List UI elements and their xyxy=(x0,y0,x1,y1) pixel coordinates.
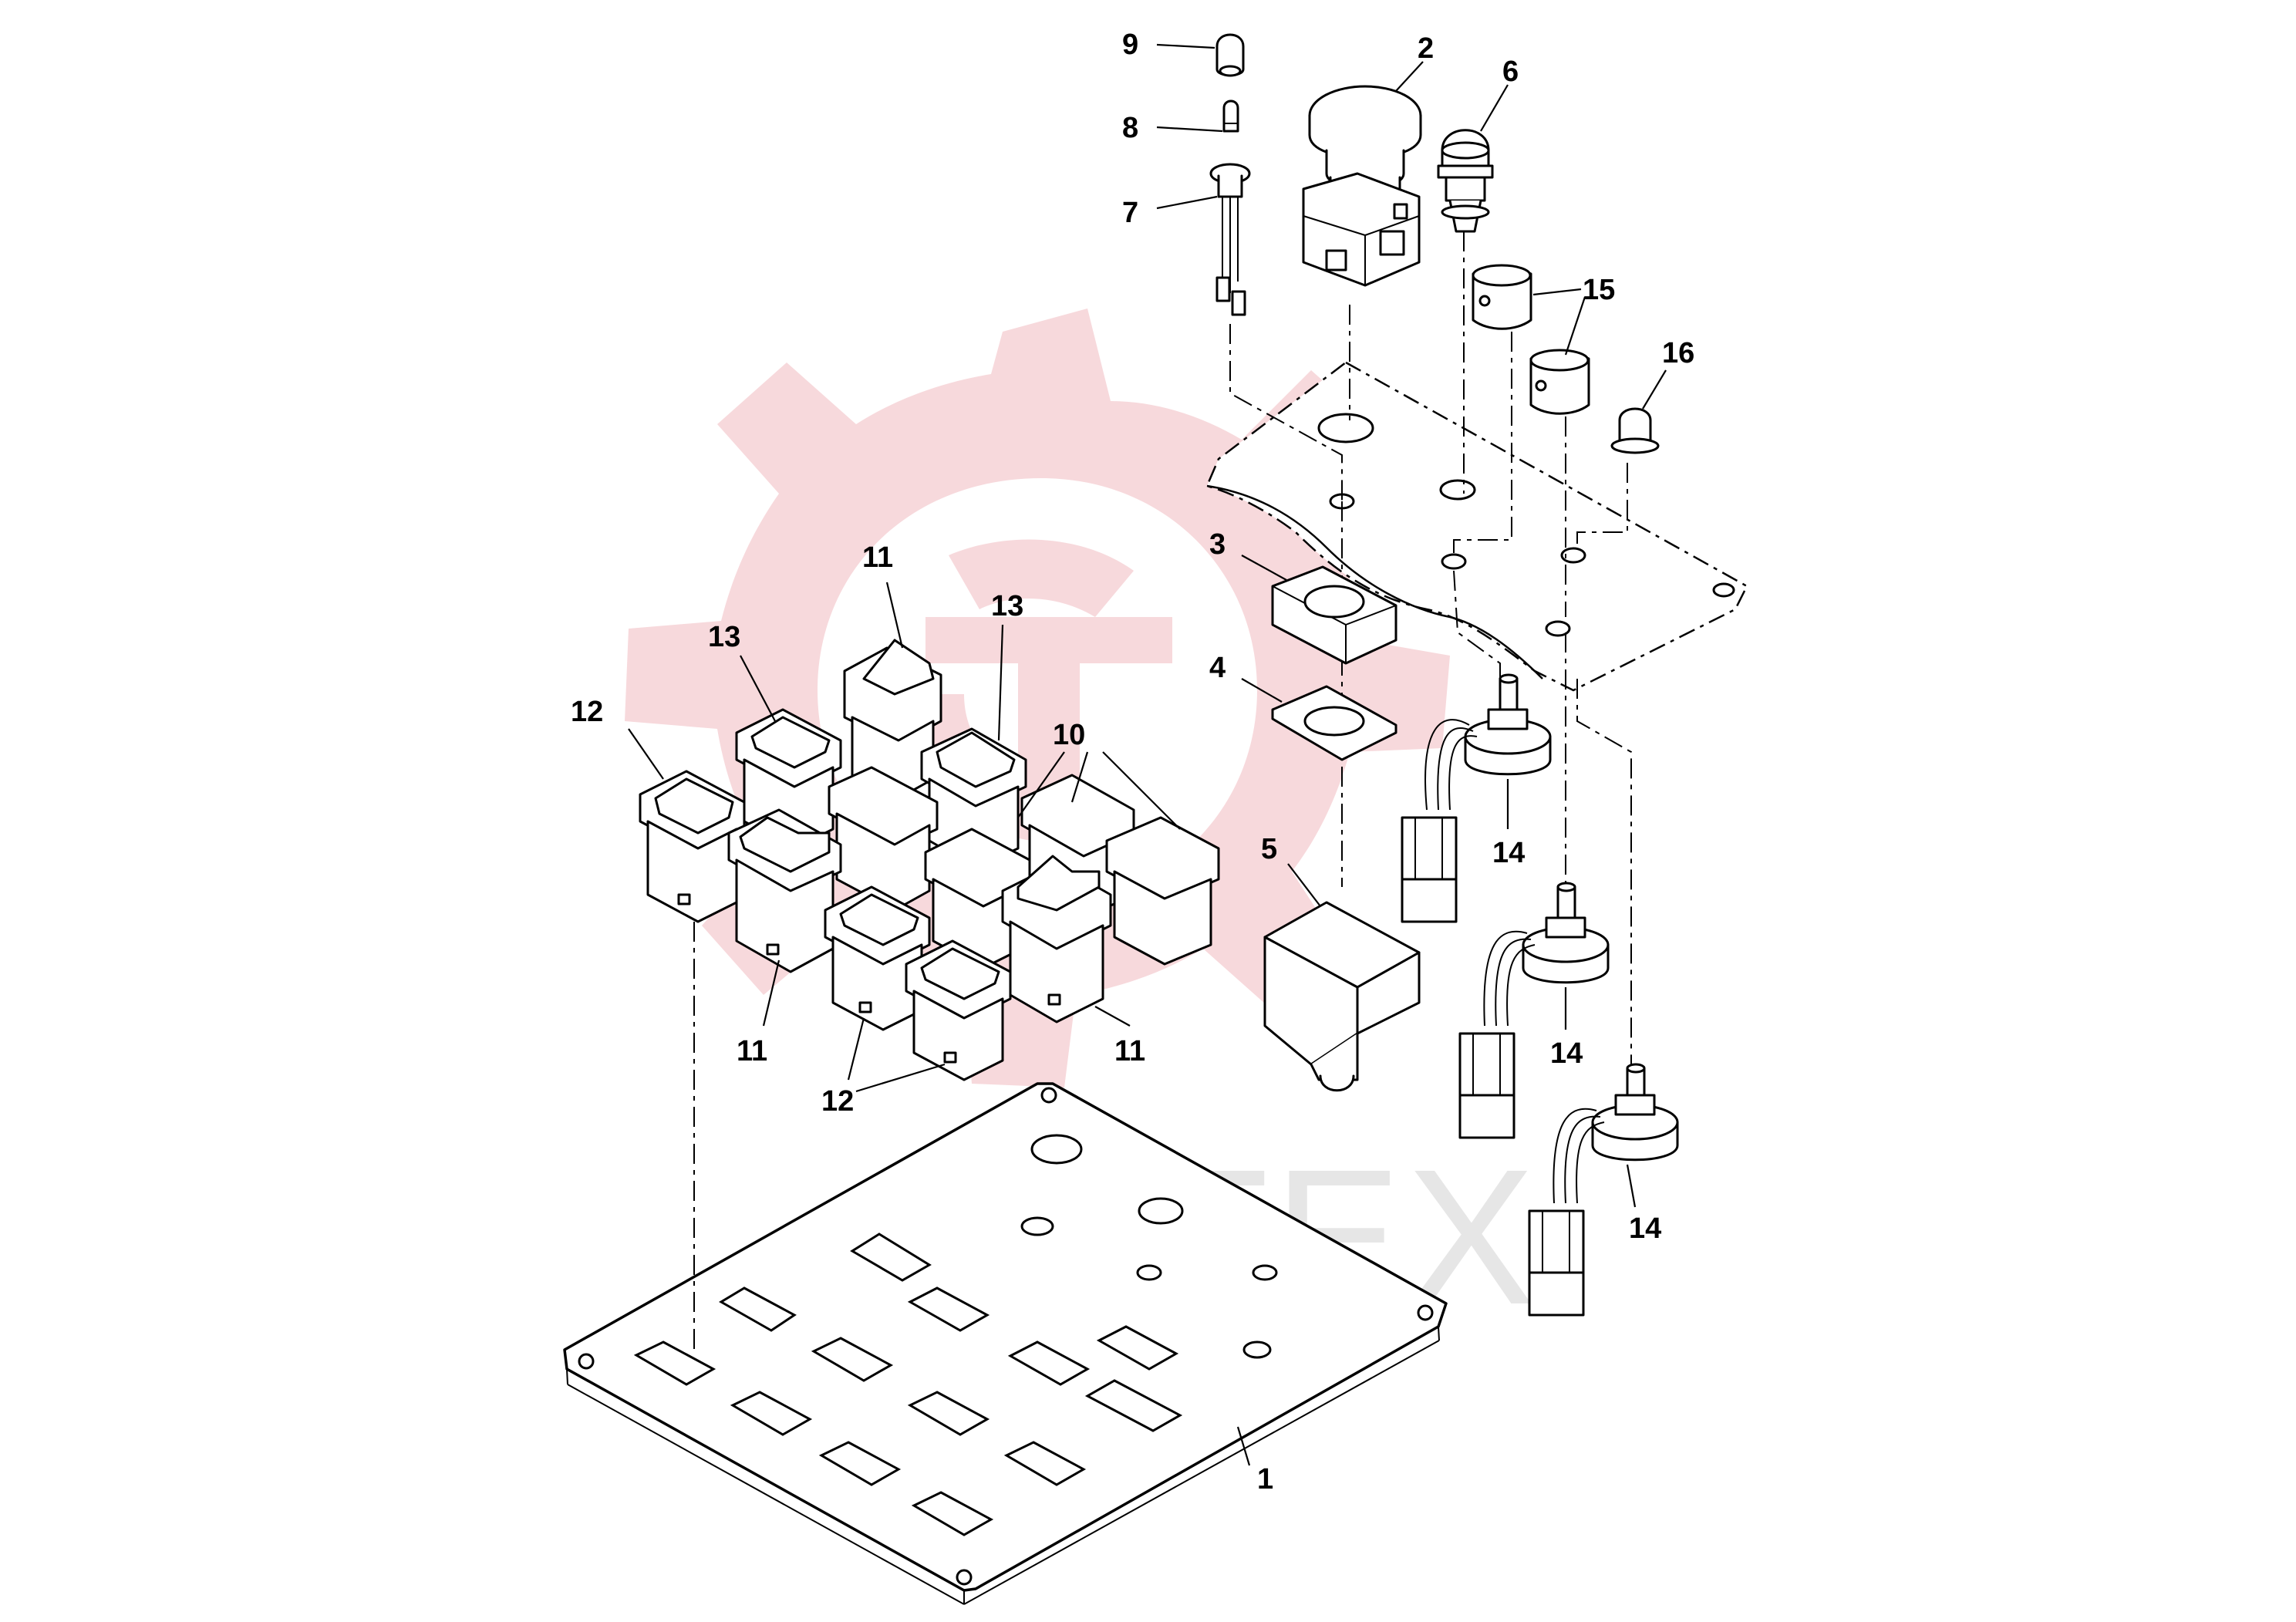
part-14-potentiometer-3 xyxy=(1528,1063,1679,1317)
callout-1: 1 xyxy=(1257,1463,1273,1496)
callout-15: 15 xyxy=(1583,274,1615,306)
part-1-base-panel xyxy=(563,1082,1448,1605)
callout-10: 10 xyxy=(1053,719,1085,751)
callout-3: 3 xyxy=(1209,528,1226,561)
part-9-lamp-cap xyxy=(1215,33,1245,77)
part-3-square-adapter xyxy=(1271,565,1397,665)
callout-9: 9 xyxy=(1122,29,1138,61)
part-8-bulb xyxy=(1222,99,1239,133)
callout-12-bottom: 12 xyxy=(821,1085,854,1118)
callout-11-top: 11 xyxy=(862,541,893,574)
part-6-indicator-lamp xyxy=(1437,129,1494,233)
part-14-potentiometer-1 xyxy=(1401,673,1552,923)
switch-11-left xyxy=(727,808,842,973)
callout-4: 4 xyxy=(1209,652,1226,684)
part-7-lamp-holder xyxy=(1209,163,1251,316)
part-15-knob-cap-lower xyxy=(1529,349,1590,415)
callout-13-left: 13 xyxy=(708,621,740,653)
part-4-gasket xyxy=(1271,685,1397,761)
switch-10-far-right xyxy=(1105,816,1220,966)
callout-11-right: 11 xyxy=(1114,1035,1145,1067)
switch-13-left xyxy=(735,708,842,850)
rocker-switch-array xyxy=(639,639,1220,1081)
callout-8: 8 xyxy=(1122,112,1138,144)
part-15-knob-cap-upper xyxy=(1472,264,1532,330)
switch-13-front xyxy=(905,939,1012,1081)
switch-10-left xyxy=(828,766,939,912)
callout-14-a: 14 xyxy=(1492,837,1525,869)
part-14-potentiometer-2 xyxy=(1458,882,1610,1139)
callout-16: 16 xyxy=(1662,337,1694,369)
callout-6: 6 xyxy=(1502,56,1519,88)
callout-13-right: 13 xyxy=(991,590,1023,622)
callout-2: 2 xyxy=(1418,32,1434,65)
callout-labels: 9 8 7 2 6 15 16 3 4 5 14 14 14 1 10 11 1… xyxy=(571,29,1694,1496)
leader-lines xyxy=(628,43,1667,1466)
callout-14-c: 14 xyxy=(1629,1212,1661,1245)
part-16-small-cap xyxy=(1610,407,1660,454)
callout-12-left: 12 xyxy=(571,696,603,728)
callout-14-b: 14 xyxy=(1550,1037,1583,1070)
assembly-guide-lines xyxy=(693,231,1632,1354)
callout-11-left: 11 xyxy=(737,1035,767,1067)
callout-5: 5 xyxy=(1261,833,1277,865)
part-2-emergency-stop-button xyxy=(1302,85,1422,287)
switch-11-right xyxy=(1001,855,1112,1023)
switch-12-center xyxy=(824,885,931,1031)
upper-mounting-plate xyxy=(1205,361,1748,692)
part-5-funnel-housing xyxy=(1263,901,1421,1092)
callout-7: 7 xyxy=(1122,197,1138,229)
switch-12-left xyxy=(639,770,746,923)
